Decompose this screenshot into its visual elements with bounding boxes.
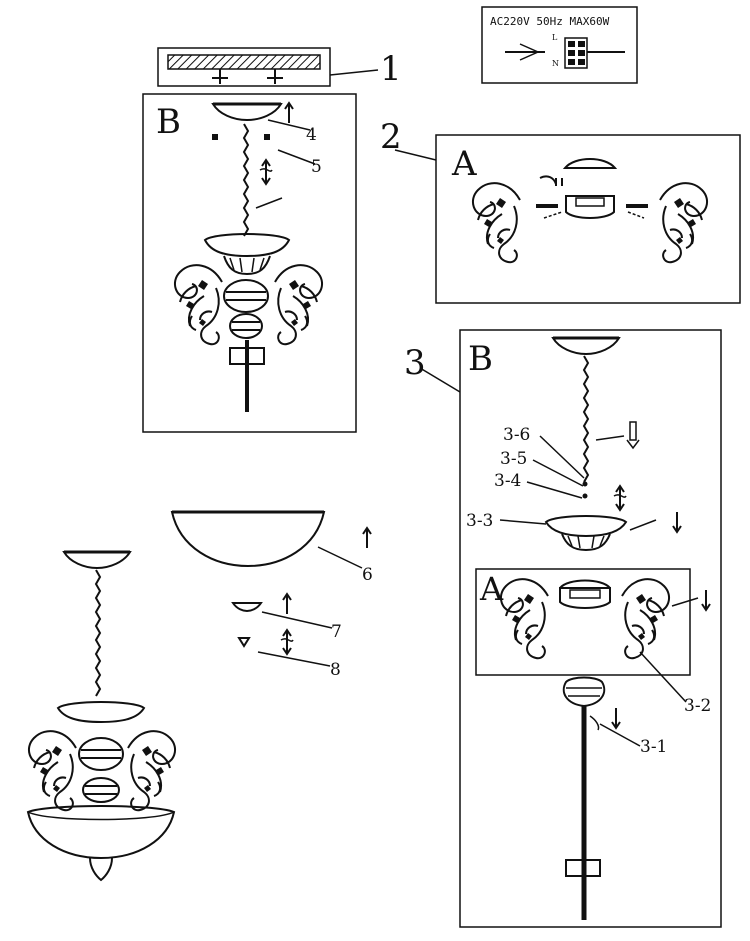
finial-cup-part: 7 <box>231 593 342 642</box>
callout-3-5: 3-5 <box>500 449 527 469</box>
panel-letter-b: B <box>156 102 181 142</box>
panel-letter-a-inner: A <box>479 570 504 608</box>
callout-7: 7 <box>331 622 342 642</box>
callout-3-3: 3-3 <box>466 511 493 531</box>
panel-b-top: B 4 5 <box>142 93 357 433</box>
spec-box: AC220V 50Hz MAX60W L N <box>481 6 638 84</box>
callout-3-6: 3-6 <box>503 425 530 445</box>
callout-4: 4 <box>306 125 317 145</box>
callout-3-2: 3-2 <box>684 696 711 716</box>
down-arrow-icon <box>626 421 640 450</box>
wire-label-l: L <box>552 33 558 42</box>
wire-label-n: N <box>552 59 559 68</box>
panel-a-step2: A <box>435 134 741 304</box>
callout-3-1: 3-1 <box>640 737 667 757</box>
glass-shade-part: 6 <box>170 510 373 585</box>
callout-5: 5 <box>311 157 322 177</box>
callout-3-4: 3-4 <box>494 471 521 491</box>
panel-b-step3: B 3-6 3-5 3-4 3-3 A <box>459 329 722 928</box>
step-number-3: 3 <box>404 343 426 383</box>
panel-letter-b-step3: B <box>468 339 493 379</box>
ceiling-mounting-plate <box>157 47 379 87</box>
step-number-2: 2 <box>380 117 402 157</box>
spec-text: AC220V 50Hz MAX60W <box>490 15 610 28</box>
step-number-1: 1 <box>380 49 402 89</box>
callout-8: 8 <box>330 660 341 680</box>
finial-nut-part: 8 <box>237 629 341 680</box>
callout-6: 6 <box>362 565 373 585</box>
wiring-terminal-icon: L N <box>505 33 625 69</box>
panel-letter-a: A <box>451 144 477 184</box>
assembled-lamp <box>26 550 177 882</box>
